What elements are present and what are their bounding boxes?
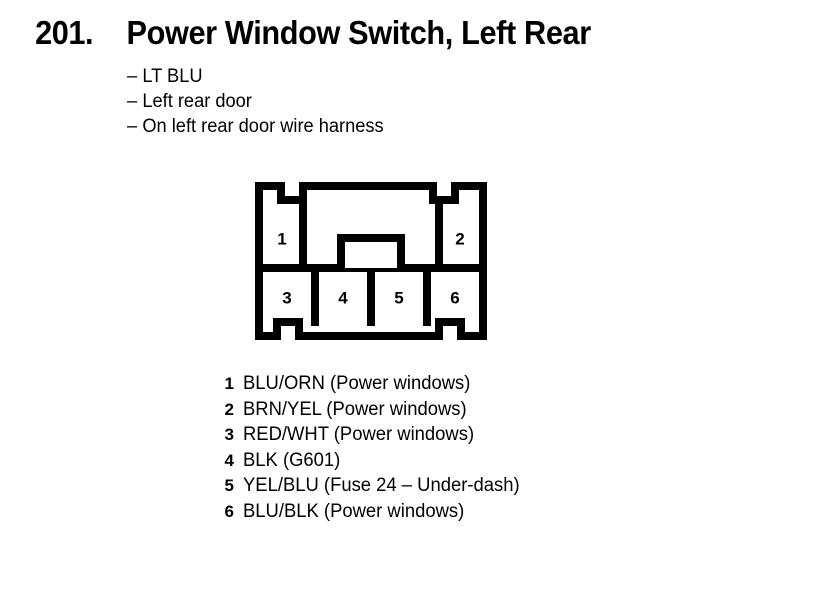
attribute-item: – LT BLU xyxy=(127,64,384,89)
pin-number-6: 6 xyxy=(450,289,459,308)
attribute-label: On left rear door wire harness xyxy=(142,116,384,137)
legend-pin-description: YEL/BLU (Fuse 24 – Under-dash) xyxy=(243,475,520,496)
page-title-number: 201. xyxy=(35,14,94,51)
legend-row: 1 BLU/ORN (Power windows) xyxy=(219,371,528,397)
legend-pin-number: 2 xyxy=(224,399,234,419)
pin-number-5: 5 xyxy=(394,289,403,308)
pin-number-1: 1 xyxy=(277,230,286,249)
legend-pin-number: 3 xyxy=(224,425,234,444)
attribute-item: – Left rear door xyxy=(127,89,384,114)
legend-row: 4 BLK (G601) xyxy=(219,448,528,474)
page-title-text: Power Window Switch, Left Rear xyxy=(126,14,592,51)
legend-row: 5 YEL/BLU (Fuse 24 – Under-dash) xyxy=(219,473,528,499)
legend-pin-description: RED/WHT (Power windows) xyxy=(243,424,475,445)
connector-diagram: 1 2 3 4 5 6 xyxy=(255,182,487,340)
legend-row: 3 RED/WHT (Power windows) xyxy=(219,422,528,448)
center-latch-tab xyxy=(337,234,405,268)
attribute-label: LT BLU xyxy=(142,66,203,87)
dash-icon: – xyxy=(127,91,138,112)
pin-legend: 1 BLU/ORN (Power windows) 2 BRN/YEL (Pow… xyxy=(219,371,528,524)
dash-icon: – xyxy=(127,116,138,137)
pin-number-4: 4 xyxy=(338,289,348,308)
attribute-item: – On left rear door wire harness xyxy=(127,114,384,139)
pin-number-3: 3 xyxy=(282,289,291,308)
connector-attribute-list: – LT BLU – Left rear door – On left rear… xyxy=(127,64,394,139)
pin-number-2: 2 xyxy=(455,230,464,249)
legend-pin-number: 5 xyxy=(224,476,234,495)
dash-icon: – xyxy=(127,66,138,87)
legend-pin-description: BLU/BLK (Power windows) xyxy=(243,500,465,522)
attribute-label: Left rear door xyxy=(142,91,252,112)
legend-pin-number: 4 xyxy=(224,450,234,470)
legend-pin-description: BLU/ORN (Power windows) xyxy=(243,373,471,394)
legend-row: 6 BLU/BLK (Power windows) xyxy=(219,499,528,525)
legend-row: 2 BRN/YEL (Power windows) xyxy=(219,397,528,423)
page-title: 201. Power Window Switch, Left Rear xyxy=(33,14,609,52)
legend-pin-number: 1 xyxy=(224,374,234,393)
legend-pin-description: BLK (G601) xyxy=(243,449,341,471)
legend-pin-description: BRN/YEL (Power windows) xyxy=(243,398,467,420)
legend-pin-number: 6 xyxy=(224,501,234,521)
